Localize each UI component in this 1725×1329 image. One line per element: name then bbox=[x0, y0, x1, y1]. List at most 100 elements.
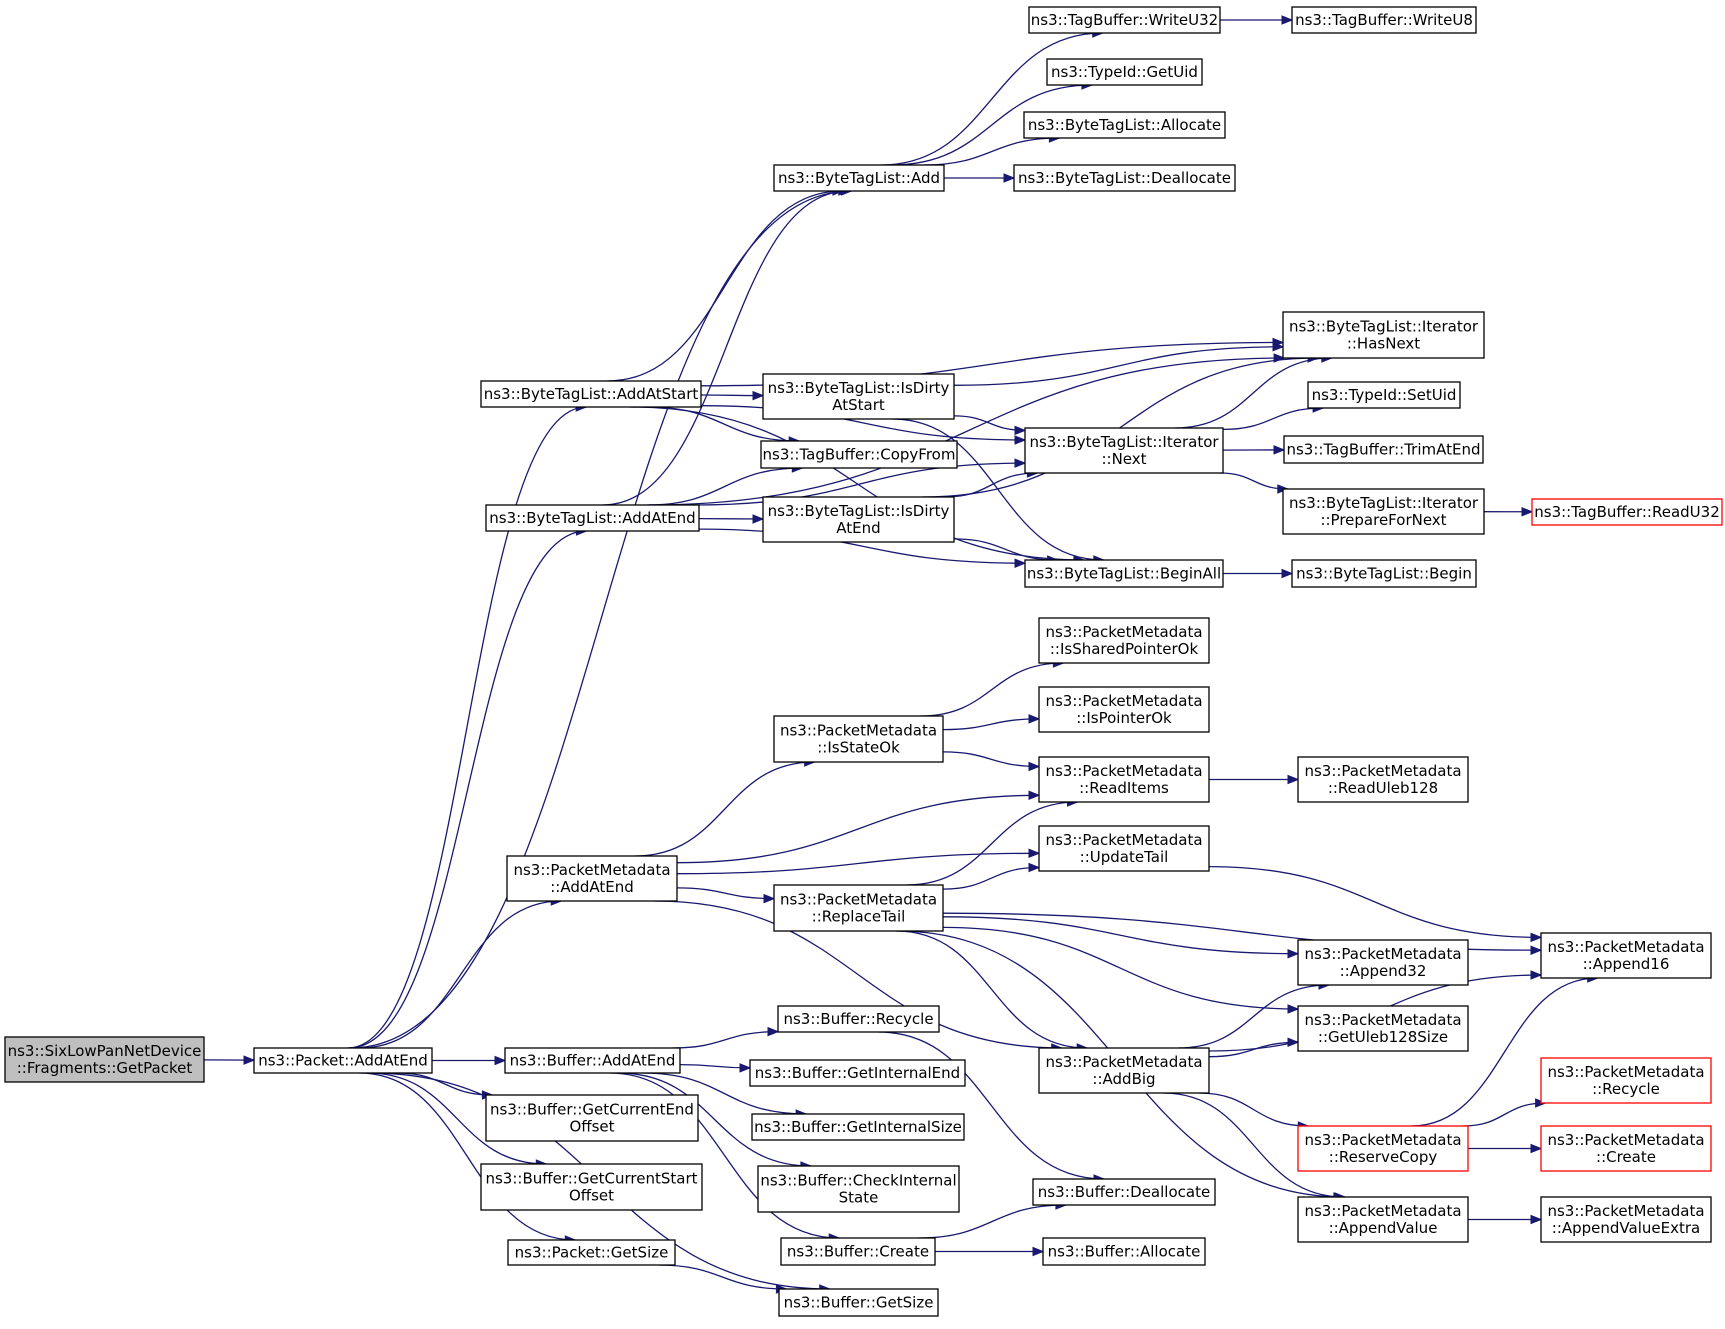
call-edge-pm_addbig-to-pm_getuleb128size bbox=[1208, 1037, 1300, 1058]
call-edge-btl_it_preparefornext-to-tb_readu32 bbox=[1483, 507, 1534, 517]
node-pm_append16[interactable]: ns3::PacketMetadata::Append16 bbox=[1540, 932, 1712, 979]
node-typeid_getuid[interactable]: ns3::TypeId::GetUid bbox=[1046, 58, 1203, 86]
edge-line bbox=[672, 1030, 779, 1049]
call-edge-pm_addatend-to-pm_replacetail bbox=[676, 887, 776, 904]
node-label: ::AddAtEnd bbox=[550, 878, 634, 896]
node-pm_appendvalueextra[interactable]: ns3::PacketMetadata::AppendValueExtra bbox=[1540, 1196, 1712, 1243]
edge-line bbox=[647, 467, 803, 506]
node-tb_trimatend[interactable]: ns3::TagBuffer::TrimAtEnd bbox=[1283, 435, 1484, 464]
node-getpacket[interactable]: ns3::SixLowPanNetDevice::Fragments::GetP… bbox=[4, 1036, 205, 1083]
node-pm_append32[interactable]: ns3::PacketMetadata::Append32 bbox=[1297, 939, 1469, 986]
node-box bbox=[1540, 1125, 1712, 1172]
node-btl_it_hasnext[interactable]: ns3::ByteTagList::Iterator::HasNext bbox=[1282, 311, 1485, 359]
node-buf_deallocate[interactable]: ns3::Buffer::Deallocate bbox=[1032, 1178, 1216, 1206]
node-buf_addatend[interactable]: ns3::Buffer::AddAtEnd bbox=[504, 1047, 681, 1074]
call-edge-pm_reservecopy-to-pm_recycle bbox=[1463, 1098, 1547, 1127]
edge-line bbox=[1463, 1102, 1546, 1127]
node-box bbox=[504, 1047, 681, 1074]
node-buf_getinternalend[interactable]: ns3::Buffer::GetInternalEnd bbox=[749, 1059, 966, 1087]
call-edge-pm_isstateok-to-pm_readitems bbox=[942, 751, 1041, 772]
edge-line bbox=[348, 530, 587, 1049]
edge-line bbox=[609, 1072, 840, 1239]
node-pm_updatetail[interactable]: ns3::PacketMetadata::UpdateTail bbox=[1038, 825, 1210, 872]
node-pm_appendvalue[interactable]: ns3::PacketMetadata::AppendValue bbox=[1297, 1196, 1469, 1243]
node-box bbox=[485, 1094, 699, 1142]
node-pm_create[interactable]: ns3::PacketMetadata::Create bbox=[1540, 1125, 1712, 1172]
arrowhead-icon bbox=[1028, 790, 1041, 801]
edge-line bbox=[920, 662, 1064, 717]
node-label: ns3::PacketMetadata bbox=[1547, 1063, 1704, 1081]
node-typeid_setuid[interactable]: ns3::TypeId::SetUid bbox=[1307, 381, 1461, 409]
arrowhead-icon bbox=[767, 1026, 780, 1037]
arrowhead-icon bbox=[1003, 173, 1016, 183]
node-pm_isstateok[interactable]: ns3::PacketMetadata::IsStateOk bbox=[773, 715, 944, 763]
node-pm_readuleb128[interactable]: ns3::PacketMetadata::ReadUleb128 bbox=[1297, 756, 1469, 803]
edge-line bbox=[658, 1264, 787, 1290]
node-label: ns3::ByteTagList::IsDirty bbox=[768, 379, 950, 397]
node-btl_it_preparefornext[interactable]: ns3::ByteTagList::Iterator::PrepareForNe… bbox=[1282, 488, 1485, 535]
node-pm_readitems[interactable]: ns3::PacketMetadata::ReadItems bbox=[1038, 756, 1210, 803]
node-pkt_addatend[interactable]: ns3::Packet::AddAtEnd bbox=[253, 1047, 433, 1074]
node-pm_addatend[interactable]: ns3::PacketMetadata::AddAtEnd bbox=[506, 855, 678, 902]
node-pm_ispointerok[interactable]: ns3::PacketMetadata::IsPointerOk bbox=[1038, 686, 1210, 733]
call-edge-btl_isdirtyatend-to-btl_it_next bbox=[945, 468, 1039, 498]
node-buf_allocate[interactable]: ns3::Buffer::Allocate bbox=[1042, 1237, 1206, 1266]
node-pm_getuleb128size[interactable]: ns3::PacketMetadata::GetUleb128Size bbox=[1297, 1005, 1469, 1052]
node-label: ns3::PacketMetadata bbox=[1045, 623, 1202, 641]
node-btl_beginall[interactable]: ns3::ByteTagList::BeginAll bbox=[1024, 559, 1224, 588]
arrowhead-icon bbox=[1530, 970, 1543, 980]
node-label: ::Append32 bbox=[1340, 962, 1427, 980]
node-label: ns3::Buffer::GetInternalSize bbox=[754, 1118, 962, 1136]
node-buf_create[interactable]: ns3::Buffer::Create bbox=[780, 1237, 936, 1266]
edge-line bbox=[676, 794, 1040, 864]
edge-layer bbox=[203, 15, 1600, 1294]
node-tb_copyfrom[interactable]: ns3::TagBuffer::CopyFrom bbox=[760, 440, 958, 469]
node-box bbox=[1297, 756, 1469, 803]
node-btl_it_next[interactable]: ns3::ByteTagList::Iterator::Next bbox=[1024, 427, 1224, 474]
node-label: ns3::PacketMetadata bbox=[1304, 1011, 1461, 1029]
call-edge-buf_create-to-buf_allocate bbox=[935, 1246, 1045, 1257]
node-buf_getsize[interactable]: ns3::Buffer::GetSize bbox=[778, 1288, 939, 1317]
arrowhead-icon bbox=[1028, 761, 1041, 772]
node-tb_readu32[interactable]: ns3::TagBuffer::ReadU32 bbox=[1531, 498, 1723, 526]
node-label: ns3::Packet::GetSize bbox=[515, 1244, 669, 1262]
node-label: ::IsSharedPointerOk bbox=[1050, 640, 1199, 658]
arrowhead-icon bbox=[1530, 1214, 1543, 1225]
node-btl_deallocate[interactable]: ns3::ByteTagList::Deallocate bbox=[1013, 164, 1236, 192]
node-btl_add[interactable]: ns3::ByteTagList::Add bbox=[773, 164, 945, 192]
node-label: ns3::TagBuffer::WriteU32 bbox=[1031, 11, 1218, 29]
node-buf_getinternalsize[interactable]: ns3::Buffer::GetInternalSize bbox=[751, 1113, 965, 1141]
node-box bbox=[1038, 825, 1210, 872]
node-box bbox=[1297, 1196, 1469, 1243]
node-label: ns3::SixLowPanNetDevice bbox=[8, 1042, 202, 1060]
node-box bbox=[1291, 559, 1477, 588]
call-edge-buf_addatend-to-buf_getinternalend bbox=[679, 1063, 752, 1073]
node-buf_recycle[interactable]: ns3::Buffer::Recycle bbox=[777, 1005, 940, 1033]
call-edge-btl_addatstart-to-btl_it_next bbox=[700, 405, 1027, 445]
node-pm_reservecopy[interactable]: ns3::PacketMetadata::ReserveCopy bbox=[1297, 1125, 1469, 1172]
arrowhead-icon bbox=[1028, 862, 1041, 873]
arrowhead-icon bbox=[1028, 848, 1041, 859]
node-box bbox=[1297, 939, 1469, 986]
node-pm_replacetail[interactable]: ns3::PacketMetadata::ReplaceTail bbox=[773, 884, 944, 932]
node-btl_addatstart[interactable]: ns3::ByteTagList::AddAtStart bbox=[480, 380, 702, 408]
node-btl_begin[interactable]: ns3::ByteTagList::Begin bbox=[1291, 559, 1477, 588]
node-pm_addbig[interactable]: ns3::PacketMetadata::AddBig bbox=[1038, 1047, 1210, 1094]
node-btl_allocate[interactable]: ns3::ByteTagList::Allocate bbox=[1023, 111, 1226, 139]
node-box bbox=[773, 884, 944, 932]
node-label: ns3::ByteTagList::IsDirty bbox=[768, 502, 950, 520]
node-pm_recycle[interactable]: ns3::PacketMetadata::Recycle bbox=[1540, 1057, 1712, 1104]
node-label: ns3::ByteTagList::Begin bbox=[1296, 565, 1472, 583]
node-pkt_getsize[interactable]: ns3::Packet::GetSize bbox=[507, 1239, 676, 1266]
node-tb_writeu8[interactable]: ns3::TagBuffer::WriteU8 bbox=[1291, 6, 1477, 34]
edge-line bbox=[1163, 1092, 1344, 1198]
node-pm_issharedpointerok[interactable]: ns3::PacketMetadata::IsSharedPointerOk bbox=[1038, 617, 1210, 664]
node-label: ns3::PacketMetadata bbox=[1304, 945, 1461, 963]
node-tb_writeu32[interactable]: ns3::TagBuffer::WriteU32 bbox=[1028, 6, 1221, 34]
node-btl_addatend[interactable]: ns3::ByteTagList::AddAtEnd bbox=[485, 504, 700, 532]
